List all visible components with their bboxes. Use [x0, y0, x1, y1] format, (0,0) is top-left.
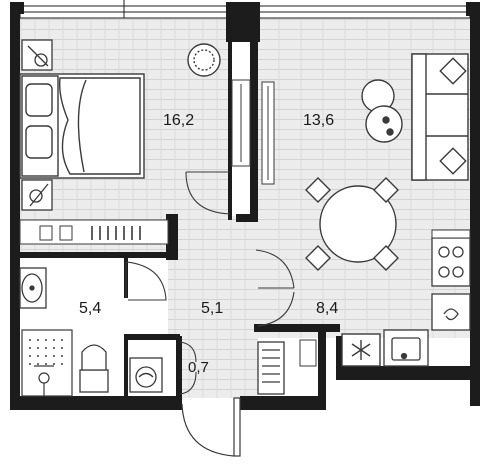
wardrobe-icon — [231, 79, 275, 185]
area-labels: 16,2 13,6 5,4 5,1 8,4 0,7 — [79, 112, 338, 376]
bed-icon — [19, 73, 145, 179]
shower-icon — [21, 329, 73, 397]
top-wall-left — [10, 2, 24, 14]
room-area-living: 13,6 — [303, 112, 334, 129]
snowflake-icon — [341, 333, 381, 367]
coffee-table-icon — [361, 79, 403, 143]
door-icon-entrance — [181, 397, 241, 457]
door-icon-bath — [125, 261, 167, 301]
armchair-icon — [187, 43, 221, 77]
toilet-icon — [79, 344, 109, 393]
bedroom-bottom-wall — [16, 252, 168, 258]
partition-bedroom-hall — [228, 40, 232, 220]
kitchen-cabinets — [299, 339, 317, 367]
counter — [431, 229, 471, 239]
left-wall — [10, 6, 20, 410]
kitchen-bottom-notch — [318, 330, 326, 400]
door-icon-kitchen — [255, 249, 295, 327]
nightstand-lamp-icon — [21, 39, 53, 71]
sofa-icon — [411, 53, 469, 181]
hall-top-wall — [166, 214, 178, 260]
kitchen-bottom-right — [336, 366, 480, 380]
hall-right-top — [236, 214, 258, 222]
door-icon — [185, 171, 231, 215]
bottom-wall-right — [240, 396, 326, 410]
room-area-bathroom: 5,4 — [79, 300, 101, 317]
closet-right-wall — [176, 336, 182, 396]
top-wall-right — [466, 2, 480, 16]
bottom-wall-left — [10, 396, 182, 410]
right-wall — [470, 6, 480, 406]
sink-icon-bath — [19, 267, 47, 309]
nightstand-lamp-icon-2 — [21, 179, 53, 211]
room-area-closet: 0,7 — [188, 359, 209, 376]
sink-icon — [383, 329, 429, 367]
top-wall-mid — [226, 2, 260, 42]
bath-right-wall-2 — [124, 336, 128, 400]
room-area-hallway: 5,1 — [201, 300, 223, 317]
kitchen-bottom-left — [254, 324, 340, 332]
radiator-icon-kitchen — [257, 341, 285, 395]
room-area-bedroom: 16,2 — [163, 112, 194, 129]
kitchen-post — [336, 336, 342, 368]
dining-table-icon — [319, 185, 397, 263]
door-icon-closet — [179, 341, 197, 395]
closet-top-wall — [124, 334, 180, 340]
hallway-floor — [168, 216, 258, 398]
radiator-icon — [19, 219, 169, 245]
room-area-kitchen: 8,4 — [316, 300, 338, 317]
hood-icon — [431, 293, 471, 331]
partition-bedroom-living — [250, 40, 258, 220]
washing-machine-icon — [129, 357, 163, 393]
chair-icon — [305, 177, 399, 271]
stove-icon — [431, 237, 471, 287]
